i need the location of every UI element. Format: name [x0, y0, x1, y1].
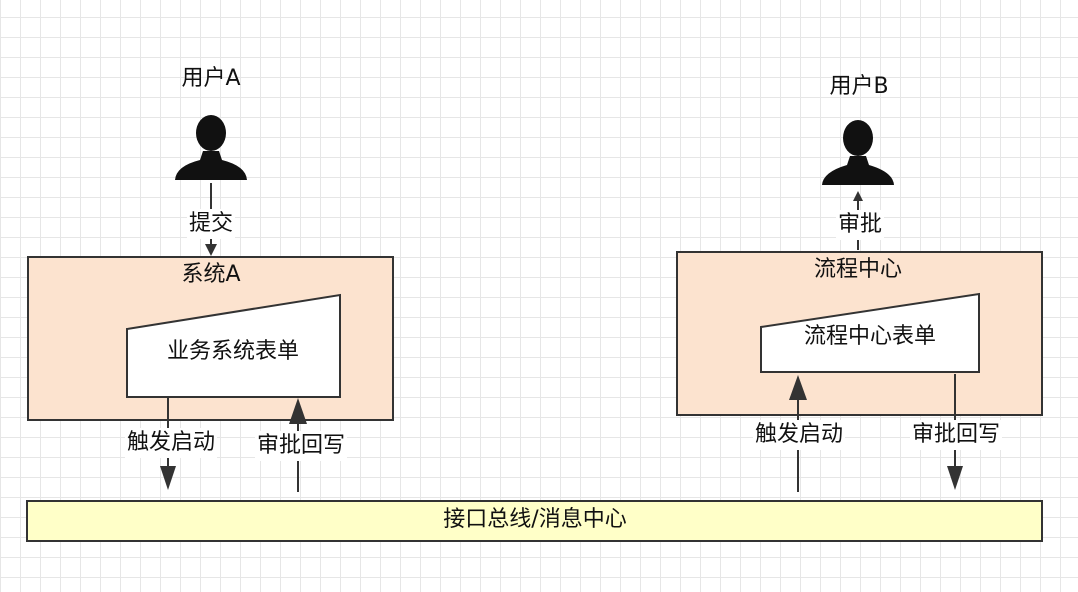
business-form-label: 业务系统表单	[166, 339, 300, 364]
flow-form-shape	[760, 292, 980, 373]
bus-label: 接口总线/消息中心	[443, 507, 627, 532]
user-a-label: 用户A	[181, 66, 241, 91]
user-a-icon	[175, 115, 247, 180]
flow-form-label: 流程中心表单	[803, 324, 937, 349]
business-form-shape	[126, 293, 341, 398]
flow-center-title: 流程中心	[813, 257, 903, 282]
system-a-writeback-label: 审批回写	[254, 431, 348, 461]
user-b-icon	[822, 120, 894, 185]
approve-label: 审批	[835, 210, 885, 240]
bus-bar	[26, 500, 1043, 542]
submit-label: 提交	[186, 209, 236, 239]
flow-center-writeback-label: 审批回写	[909, 420, 1003, 450]
user-b-label: 用户B	[829, 74, 889, 99]
system-a-title: 系统A	[181, 262, 241, 287]
system-a-trigger-label: 触发启动	[124, 428, 218, 458]
flow-center-trigger-label: 触发启动	[752, 420, 846, 450]
